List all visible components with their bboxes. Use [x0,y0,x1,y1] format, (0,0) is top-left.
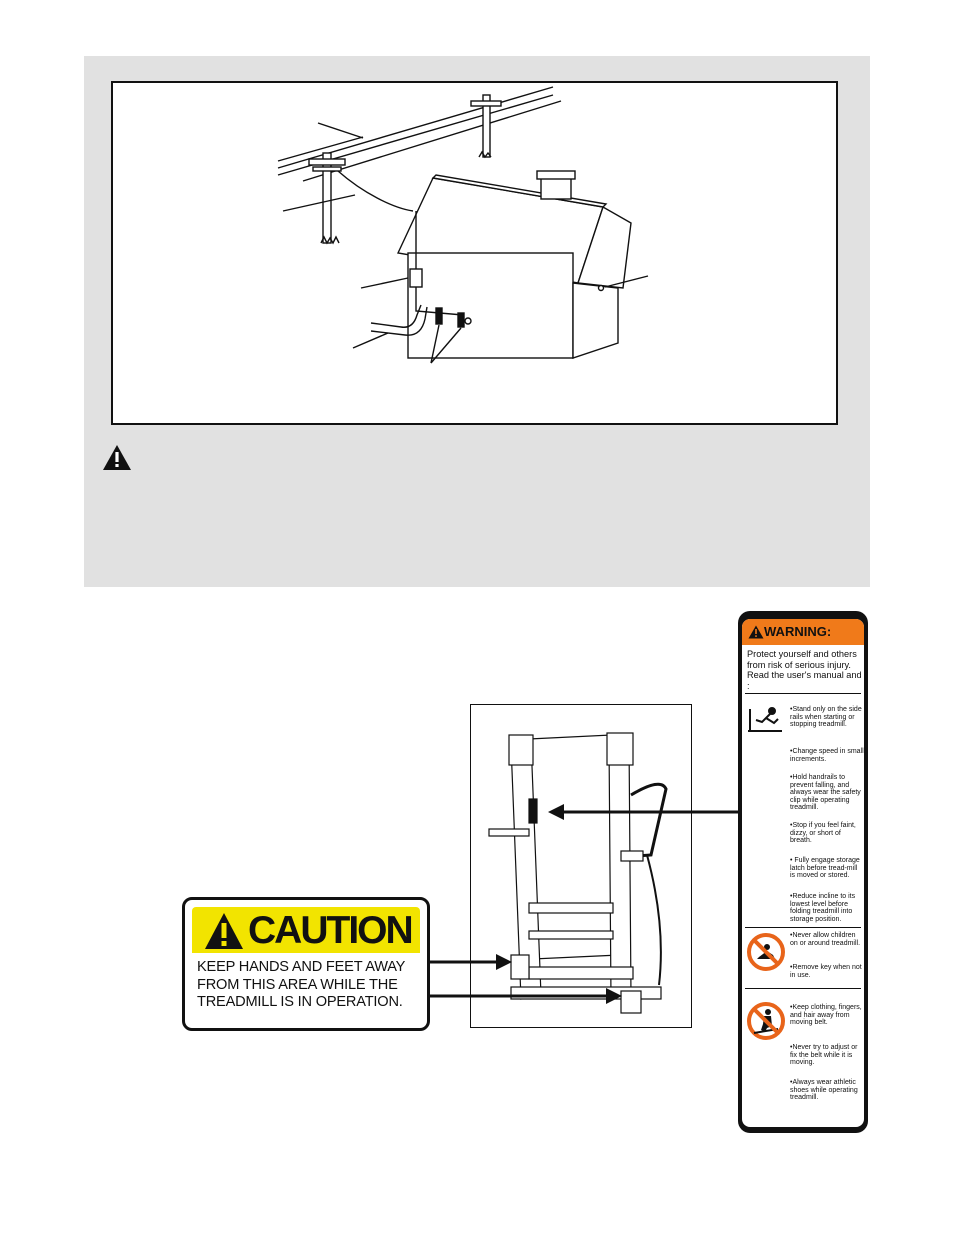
warning-triangle-icon [103,445,131,470]
caution-header: CAUTION [192,907,420,953]
house-diagram-frame [111,81,838,425]
warning-item: • Fully engage storage latch before trea… [790,857,860,880]
warning-intro: Protect yourself and others from risk of… [747,649,862,691]
warning-item: •Reduce incline to its lowest level befo… [790,893,856,923]
caution-text: KEEP HANDS AND FEET AWAY FROM THIS AREA … [197,959,405,1010]
warning-item: •Hold handrails to prevent falling, and … [790,774,861,812]
warning-item: •Remove key when not in use. [790,964,862,979]
caution-title: CAUTION [248,909,414,952]
warning-decal-body: WARNING: Protect yourself and others fro… [742,619,864,1127]
caution-decal: CAUTION KEEP HANDS AND FEET AWAY FROM TH… [182,897,430,1031]
warning-item: •Keep clothing, fingers, and hair away f… [790,1004,862,1027]
caution-triangle-icon [205,913,243,949]
warning-item: •Change speed in small increments. [790,748,864,763]
warning-title: WARNING: [764,624,832,639]
no-children-icon [747,933,785,971]
warning-item: •Never try to adjust or fix the belt whi… [790,1044,858,1067]
warning-decal: WARNING: Protect yourself and others fro… [738,611,868,1133]
warning-header: WARNING: [742,619,864,645]
warning-item: •Stop if you feel faint, dizzy, or short… [790,822,856,845]
warning-divider [745,988,861,989]
moving-belt-icon [747,1002,785,1040]
warning-triangle-icon [748,625,764,639]
warning-item: •Stand only on the side rails when start… [790,706,862,729]
warning-divider [745,693,861,694]
treadmill-illustration [488,732,668,1014]
house-grounding-diagram [277,86,649,364]
treadmill-illustration-frame [470,704,692,1028]
stand-on-rails-icon [748,707,782,732]
warning-item: •Never allow children on or around tread… [790,932,861,947]
warning-divider [745,927,861,928]
warning-item: •Always wear athletic shoes while operat… [790,1079,858,1102]
